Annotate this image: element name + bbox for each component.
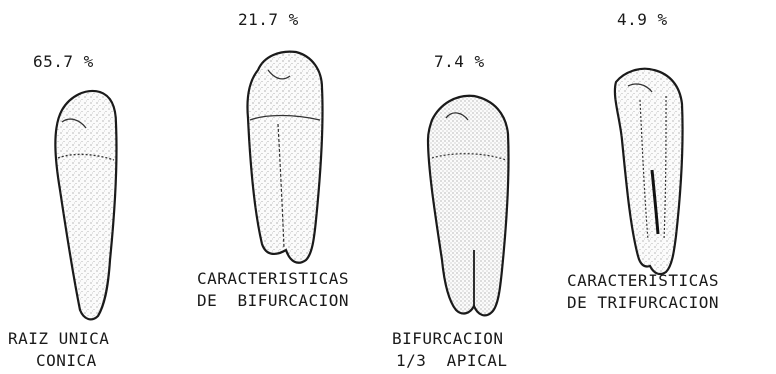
caption-trifurcation-traits: CARACTERISTICAS DE TRIFURCACION	[567, 270, 719, 314]
caption-single-root-line1: RAIZ UNICA	[8, 328, 109, 350]
caption-bifurcation-traits-line2: DE BIFURCACION	[197, 290, 349, 312]
caption-bifurcation-traits: CARACTERISTICAS DE BIFURCACION	[197, 268, 349, 312]
caption-bifurcation-traits-line1: CARACTERISTICAS	[197, 268, 349, 290]
caption-apical-bifurcation-line1: BIFURCACION	[392, 328, 507, 350]
caption-apical-bifurcation-line2: 1/3 APICAL	[392, 350, 507, 372]
tooth-apical-bifurcation	[428, 96, 509, 316]
caption-single-root: RAIZ UNICA CONICA	[8, 328, 109, 372]
tooth-bifurcation-traits	[247, 52, 322, 263]
caption-apical-bifurcation: BIFURCACION 1/3 APICAL	[392, 328, 507, 372]
tooth-single-conical-root	[55, 91, 116, 319]
caption-trifurcation-traits-line1: CARACTERISTICAS	[567, 270, 719, 292]
caption-single-root-line2: CONICA	[8, 350, 109, 372]
caption-trifurcation-traits-line2: DE TRIFURCACION	[567, 292, 719, 314]
tooth-trifurcation-traits	[615, 69, 683, 274]
